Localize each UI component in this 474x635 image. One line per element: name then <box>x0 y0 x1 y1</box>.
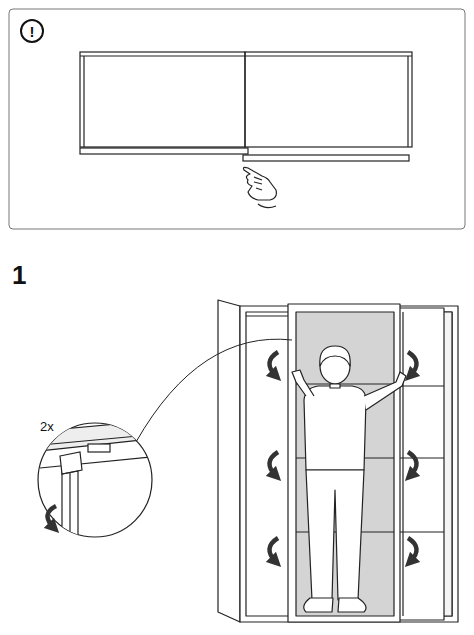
person <box>292 346 406 612</box>
quantity-label: 2x <box>40 420 54 433</box>
rotation-arrow <box>47 506 56 528</box>
leader-line <box>136 339 292 442</box>
warning-icon <box>21 20 43 42</box>
detail-clip <box>30 420 160 548</box>
pointing-hand <box>244 167 277 207</box>
top-view <box>80 52 412 161</box>
rotation-arrows <box>269 352 416 562</box>
step-number: 1 <box>12 262 26 288</box>
warning-mark: ! <box>30 24 35 39</box>
wardrobe <box>218 300 458 622</box>
warning-panel <box>9 9 465 229</box>
